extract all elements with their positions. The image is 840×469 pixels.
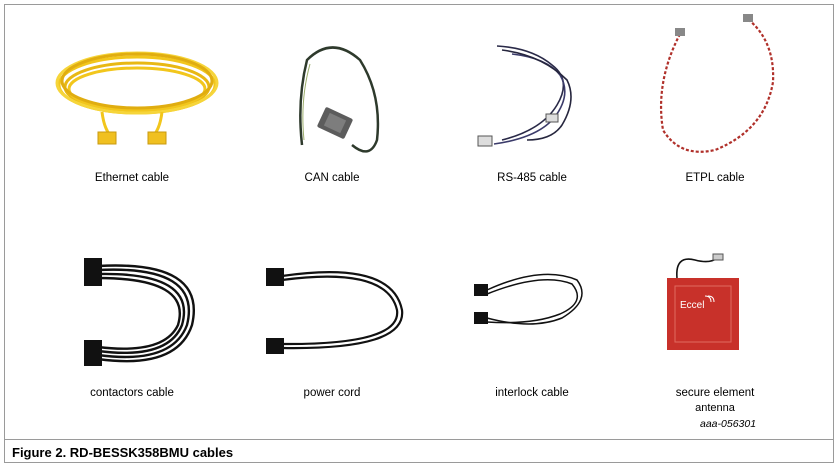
rs485-cable-image: [477, 45, 572, 147]
contactors-cable-label: contactors cable: [90, 387, 174, 399]
interlock-cable-item: interlock cable: [442, 240, 622, 399]
power-cord-label: power cord: [303, 387, 361, 399]
rs485-cable-label: RS-485 cable: [497, 172, 567, 184]
secure-element-antenna-item: Eccel secure element antenna: [625, 240, 805, 420]
ethernet-cable-label: Ethernet cable: [94, 172, 170, 184]
secure-element-antenna-image: Eccel: [667, 253, 739, 350]
secure-element-label: secure element: [675, 387, 755, 399]
etpl-cable-label: ETPL cable: [685, 172, 745, 184]
secure-element-label-line2: antenna: [695, 402, 735, 414]
ethernet-cable-image: [55, 51, 219, 145]
contactors-cable-item: contactors cable: [42, 240, 222, 399]
rs485-cable-item: RS-485 cable: [442, 40, 622, 190]
eccel-logo: Eccel: [680, 300, 704, 311]
caption-divider: [4, 439, 834, 440]
interlock-cable-image: [474, 273, 583, 325]
figure-caption: Figure 2. RD-BESSK358BMU cables: [12, 445, 234, 460]
can-cable-label: CAN cable: [304, 172, 360, 184]
can-cable-item: CAN cable: [242, 40, 422, 190]
can-cable-image: [299, 46, 380, 153]
ethernet-cable-item: Ethernet cable: [42, 40, 222, 190]
contactors-cable-image: [84, 258, 195, 366]
etpl-cable-item: ETPL cable: [625, 12, 805, 190]
figure-number-tag: aaa-056301: [700, 418, 757, 430]
etpl-cable-image: [659, 14, 775, 153]
interlock-cable-label: interlock cable: [495, 387, 569, 399]
power-cord-item: power cord: [242, 240, 422, 399]
figure-frame: [4, 4, 834, 463]
power-cord-image: [266, 268, 404, 354]
